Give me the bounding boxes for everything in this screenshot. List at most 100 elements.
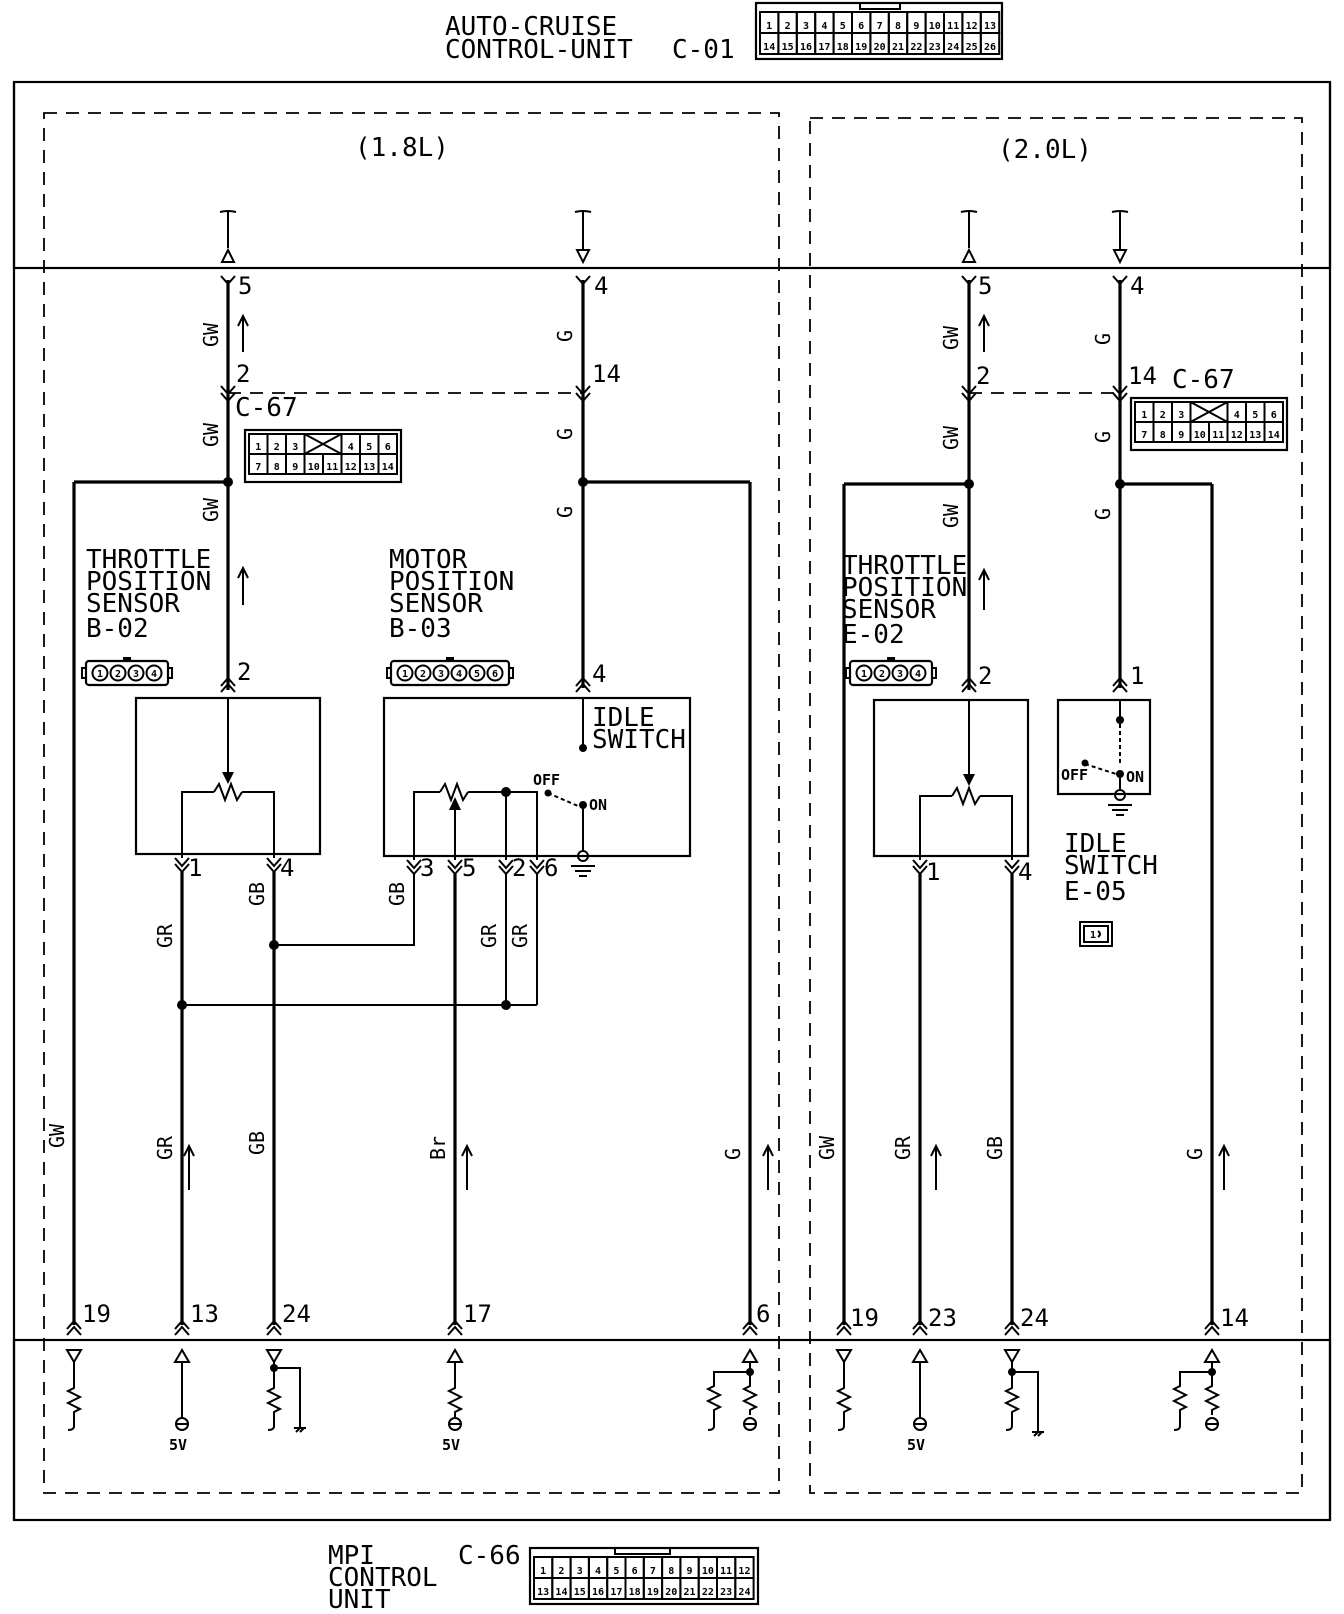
- connector-pin-label: 9: [292, 462, 298, 473]
- cruise-connector-id: C-01: [672, 35, 735, 65]
- connector-pin-label: 3: [133, 669, 139, 680]
- svg-text:E-02: E-02: [842, 620, 905, 650]
- connector-pin-label: 5: [840, 21, 846, 32]
- pin-tps-b02-2: 2: [237, 658, 251, 686]
- pin-numbers: 5 4 5 4 2 14 2 14 2 1 4 4 3 5 2 6 2 1 4 …: [82, 272, 1249, 1332]
- pin-mps-6: 6: [544, 854, 558, 882]
- connector-pin-label: 6: [632, 1566, 638, 1577]
- connector-cell: [891, 664, 909, 682]
- connector-pin-label: 3: [803, 21, 809, 32]
- wire-g-7: G: [1091, 508, 1115, 520]
- connector-pin-label: 17: [610, 1587, 622, 1598]
- svg-text:SWITCH: SWITCH: [592, 725, 686, 755]
- connector-pin-label: 10: [1194, 430, 1206, 441]
- pin-mps-2: 2: [512, 854, 526, 882]
- section-2-0l-label: (2.0L): [998, 135, 1092, 165]
- connector-pin-label: 4: [915, 669, 921, 680]
- connector-pin-label: 14: [382, 462, 394, 473]
- connector-pin-label: 13: [984, 21, 996, 32]
- connector-pin-label: 19: [855, 42, 867, 53]
- svg-text:E-05: E-05: [1064, 877, 1127, 907]
- pin-mps-4: 4: [592, 660, 606, 688]
- connector-pin-label: 11: [947, 21, 959, 32]
- connector-pin-label: 7: [1141, 430, 1147, 441]
- connector-pin-label: 1: [861, 669, 867, 680]
- wire-g-3: G: [553, 506, 577, 518]
- connector-cell: [979, 32, 1001, 55]
- connector-cell: [377, 453, 398, 475]
- connector-cell: [414, 664, 432, 682]
- wire-gb-3: GB: [245, 1131, 269, 1155]
- connector-pin-label: 4: [348, 442, 354, 453]
- pin-idle-e05-1: 1: [1130, 662, 1144, 690]
- svg-text:SENSOR: SENSOR: [86, 589, 180, 619]
- c67-left-label: C-67: [235, 393, 298, 423]
- connector-pin-label: 12: [345, 462, 357, 473]
- connector-pin-label: 7: [877, 21, 883, 32]
- connector-pin-label: 18: [837, 42, 849, 53]
- mpi-title-line2: CONTROL: [328, 1563, 438, 1593]
- connector-cell: [91, 664, 109, 682]
- wire-gr-2: GR: [477, 923, 501, 948]
- wire-gw-2: GW: [199, 422, 223, 447]
- mpi-title-line1: MPI: [328, 1541, 375, 1571]
- svg-text:B-03: B-03: [389, 614, 452, 644]
- connector-pin-label: 18: [629, 1587, 641, 1598]
- connector-pin-label: 14: [763, 42, 775, 53]
- connector-pin-label: 22: [910, 42, 922, 53]
- connector-pin-label: 14: [555, 1587, 567, 1598]
- connector-pin-label: 2: [879, 669, 885, 680]
- pin-cruise-5-right: 5: [978, 272, 992, 300]
- pin-mpi-19-right: 19: [850, 1304, 879, 1332]
- connector-pin-label: 23: [720, 1587, 732, 1598]
- wire-br-1: Br: [426, 1136, 450, 1160]
- connector-pin-label: 11: [1212, 430, 1224, 441]
- svg-text:SENSOR: SENSOR: [842, 595, 936, 625]
- svg-text:IDLE: IDLE: [592, 703, 655, 733]
- connector-pin-label: 2: [420, 669, 426, 680]
- connector-pin-label: 8: [668, 1566, 674, 1577]
- wire-gw-7: GW: [939, 503, 963, 528]
- wiring-1-8l: [66, 275, 774, 1336]
- wire-gb-4: GB: [983, 1136, 1007, 1160]
- connector-pin-label: 6: [1271, 410, 1277, 421]
- connector-pin-label: 25: [966, 42, 978, 53]
- connector-pin-label: 4: [151, 669, 157, 680]
- connector-pin-label: 13: [363, 462, 375, 473]
- c67-right-label: C-67: [1172, 365, 1235, 395]
- connector-pin-label: 8: [895, 21, 901, 32]
- section-1-8l-box: [43, 112, 780, 1494]
- connector-pin-label: 11: [720, 1566, 732, 1577]
- connector-pin-label: 20: [874, 42, 886, 53]
- wire-g-1: G: [553, 330, 577, 342]
- connector-cell: [145, 664, 163, 682]
- connector-e05-icon: 1: [1079, 921, 1113, 947]
- svg-text:ON: ON: [589, 796, 607, 814]
- connector-pin-label: 1: [97, 669, 103, 680]
- connector-pin-label: 12: [1231, 430, 1243, 441]
- connector-pin-label: 5: [613, 1566, 619, 1577]
- svg-text:SENSOR: SENSOR: [389, 589, 483, 619]
- pin-mpi-6: 6: [756, 1300, 770, 1328]
- pin-cruise-5-left: 5: [238, 272, 252, 300]
- pin-c67-2-left: 2: [236, 360, 250, 388]
- pin-mpi-19-left: 19: [82, 1300, 111, 1328]
- connector-pin-label: 8: [274, 462, 280, 473]
- svg-text:OFF: OFF: [533, 771, 560, 789]
- pin-tps-e02-1: 1: [926, 858, 940, 886]
- wire-g-8: G: [1183, 1148, 1207, 1160]
- connector-cell: [109, 664, 127, 682]
- auto-cruise-control-unit-label: AUTO-CRUISE CONTROL-UNIT C-01: [445, 12, 735, 65]
- connector-pin-label: 4: [1234, 410, 1240, 421]
- connector-pin-label: 2: [274, 442, 280, 453]
- connector-pin-label: 22: [702, 1587, 714, 1598]
- connector-pin-label: 2: [115, 669, 121, 680]
- wire-g-2: G: [553, 428, 577, 440]
- pin-mps-3: 3: [420, 854, 434, 882]
- connector-pin-label: 1: [255, 442, 261, 453]
- pin-cruise-4-left: 4: [594, 272, 608, 300]
- connector-pin-label: 21: [684, 1587, 696, 1598]
